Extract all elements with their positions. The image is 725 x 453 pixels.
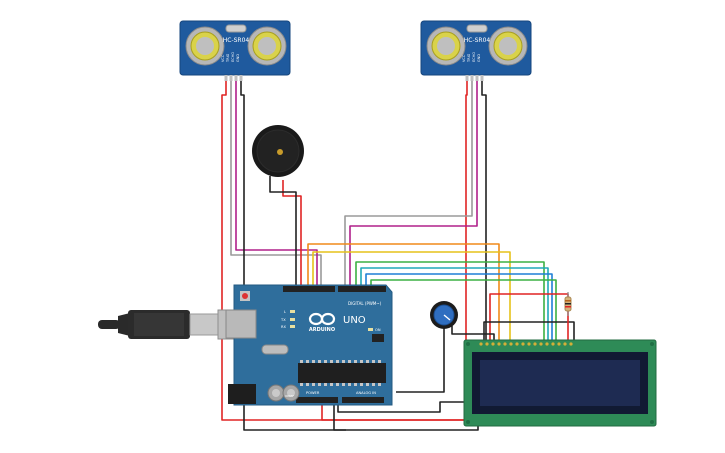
wire-left-sensor-echo <box>235 80 318 285</box>
wire-gnd-rail-2 <box>337 401 470 413</box>
lcd-screen <box>480 360 640 406</box>
wire-orange <box>307 243 500 340</box>
svg-text:ECHO: ECHO <box>472 52 476 62</box>
wire-left-sensor-trig <box>230 80 322 285</box>
digital-label: DIGITAL (PWM~) <box>348 301 382 306</box>
sensor-pin-labels: VCC TRIG ECHO GND <box>221 52 240 63</box>
svg-text:VCC: VCC <box>462 54 466 62</box>
tx-label: TX <box>280 318 286 322</box>
wire-right-sensor-echo <box>349 80 478 285</box>
ultrasonic-sensor-right[interactable]: HC-SR04 VCC TRIG ECHO GND <box>420 20 532 81</box>
svg-text:ECHO: ECHO <box>231 52 235 62</box>
atmega-chip <box>298 363 386 383</box>
wire-5v-rail <box>321 402 469 426</box>
arduino-uno-board[interactable]: ARDUINO UNO DIGITAL (PWM~) POWER ANALOG … <box>225 284 393 406</box>
arduino-logo-text: ARDUINO <box>309 327 335 333</box>
svg-text:GND: GND <box>236 54 240 62</box>
wire-lcd-backlight-black <box>483 321 575 340</box>
pot-knob-indicator <box>443 314 451 321</box>
wire-right-sensor-trig <box>344 80 473 285</box>
arduino-model: UNO <box>343 315 366 326</box>
power-jack[interactable] <box>228 384 256 404</box>
svg-text:GND: GND <box>477 54 481 62</box>
sensor-pin-labels: VCC TRIG ECHO GND <box>462 52 481 63</box>
rx-label: RX <box>281 325 286 329</box>
wire-buzzer-gnd <box>269 176 297 285</box>
sensor-label: HC-SR04 <box>464 37 491 44</box>
lcd-header-pins <box>479 342 573 346</box>
svg-text:TRIG: TRIG <box>467 53 471 63</box>
l-label: L <box>284 310 286 314</box>
ultrasonic-sensor-left[interactable]: HC-SR04 VCC TRIG ECHO GND <box>179 20 291 81</box>
svg-text:VCC: VCC <box>221 54 225 62</box>
wire-buzzer-signal <box>282 180 302 285</box>
ioref-label: IOREF <box>285 394 294 398</box>
sensor-pins <box>465 75 484 81</box>
wire-blue <box>365 273 553 340</box>
wire-left-sensor-gnd <box>240 80 346 431</box>
usb-connector-icon <box>189 313 219 336</box>
piezo-buzzer[interactable] <box>252 125 304 177</box>
wire-green-2 <box>370 279 557 340</box>
wire-pot-wiper <box>396 328 445 393</box>
wire-pot-to-lcd <box>451 326 495 340</box>
sensor-label: HC-SR04 <box>223 37 250 44</box>
wire-green <box>355 261 545 340</box>
resistor <box>564 292 572 316</box>
svg-text:TRIG: TRIG <box>226 53 230 63</box>
wire-yellow <box>312 251 511 340</box>
buzzer-center-icon <box>277 149 283 155</box>
analog-label: ANALOG IN <box>356 391 376 395</box>
wire-right-sensor-vcc <box>465 80 468 420</box>
potentiometer[interactable] <box>430 301 458 329</box>
wire-gnd-rail <box>333 402 479 431</box>
lcd-16x2-display[interactable] <box>463 339 657 427</box>
on-label: ON <box>375 328 381 332</box>
wire-right-sensor-gnd <box>481 80 487 340</box>
sensor-pins <box>224 75 243 81</box>
wire-left-sensor-vcc <box>221 80 468 421</box>
wire-cyan <box>360 267 549 340</box>
power-label: POWER <box>306 391 320 395</box>
arduino-logo-icon <box>308 312 336 326</box>
